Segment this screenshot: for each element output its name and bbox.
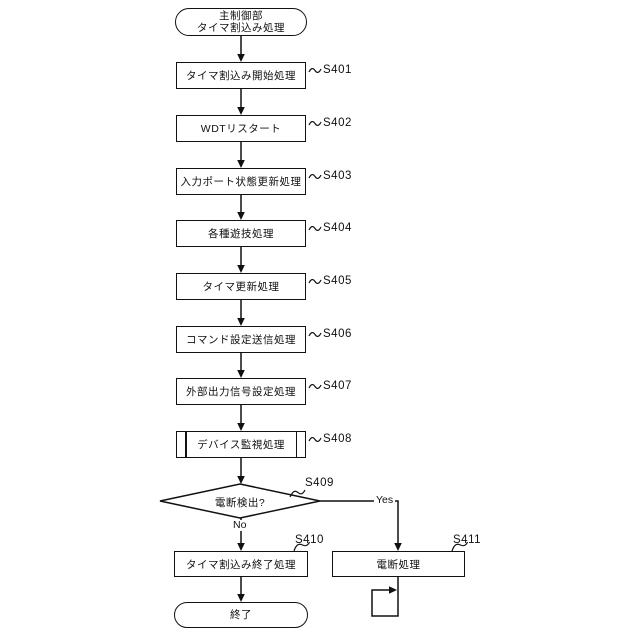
subroutine-box-s408: デバイス監視処理	[176, 431, 306, 458]
process-box-s407: 外部出力信号設定処理	[176, 378, 306, 405]
process-label: 入力ポート状態更新処理	[180, 176, 302, 188]
step-ref-s405: S405	[323, 275, 352, 287]
yes-branch-arrowhead	[394, 543, 402, 551]
process-box-s401: タイマ割込み開始処理	[176, 62, 306, 89]
process-label: 外部出力信号設定処理	[186, 386, 296, 398]
step-ref-s406: S406	[323, 328, 352, 340]
step-ref-s403: S403	[323, 170, 352, 182]
start-terminal: 主制御部 タイマ割込み処理	[175, 8, 307, 36]
process-box-s404: 各種遊技処理	[176, 220, 306, 247]
process-label: WDTリスタート	[200, 123, 282, 135]
process-label: タイマ更新処理	[202, 281, 280, 293]
step-ref-s409: S409	[305, 477, 334, 489]
process-box-s406: コマンド設定送信処理	[176, 326, 306, 353]
process-label: タイマ割込み終了処理	[186, 558, 296, 571]
step-ref-s408: S408	[323, 433, 352, 445]
yes-branch-line	[320, 500, 399, 544]
process-label: 各種遊技処理	[208, 228, 274, 240]
decision-label: 電断検出?	[214, 497, 266, 509]
process-box-s410: タイマ割込み終了処理	[174, 551, 308, 577]
yes-branch-label: Yes	[374, 494, 396, 506]
process-label: コマンド設定送信処理	[186, 334, 296, 346]
step-ref-s402: S402	[323, 117, 352, 129]
process-label: タイマ割込み開始処理	[186, 70, 296, 82]
process-box-s405: タイマ更新処理	[176, 273, 306, 300]
process-box-s403: 入力ポート状態更新処理	[176, 168, 306, 195]
process-label: 電断処理	[376, 558, 421, 571]
step-ref-s401: S401	[323, 64, 352, 76]
end-terminal: 終了	[174, 602, 308, 628]
step-ref-s404: S404	[323, 222, 352, 234]
process-box-s411: 電断処理	[332, 551, 465, 577]
start-terminal-line1: 主制御部	[219, 9, 263, 22]
end-terminal-label: 終了	[230, 608, 252, 621]
process-box-s402: WDTリスタート	[176, 115, 306, 142]
no-branch-label: No	[231, 519, 249, 531]
process-label: デバイス監視処理	[197, 439, 285, 451]
step-ref-s410: S410	[295, 534, 324, 546]
step-ref-s411: S411	[453, 534, 482, 546]
loop-arrowhead	[389, 586, 397, 594]
subroutine-left-bar	[185, 431, 187, 458]
start-terminal-line2: タイマ割込み処理	[197, 22, 285, 34]
s411-loop-line	[371, 577, 399, 617]
step-ref-s407: S407	[323, 380, 352, 392]
subroutine-right-bar	[295, 431, 297, 458]
